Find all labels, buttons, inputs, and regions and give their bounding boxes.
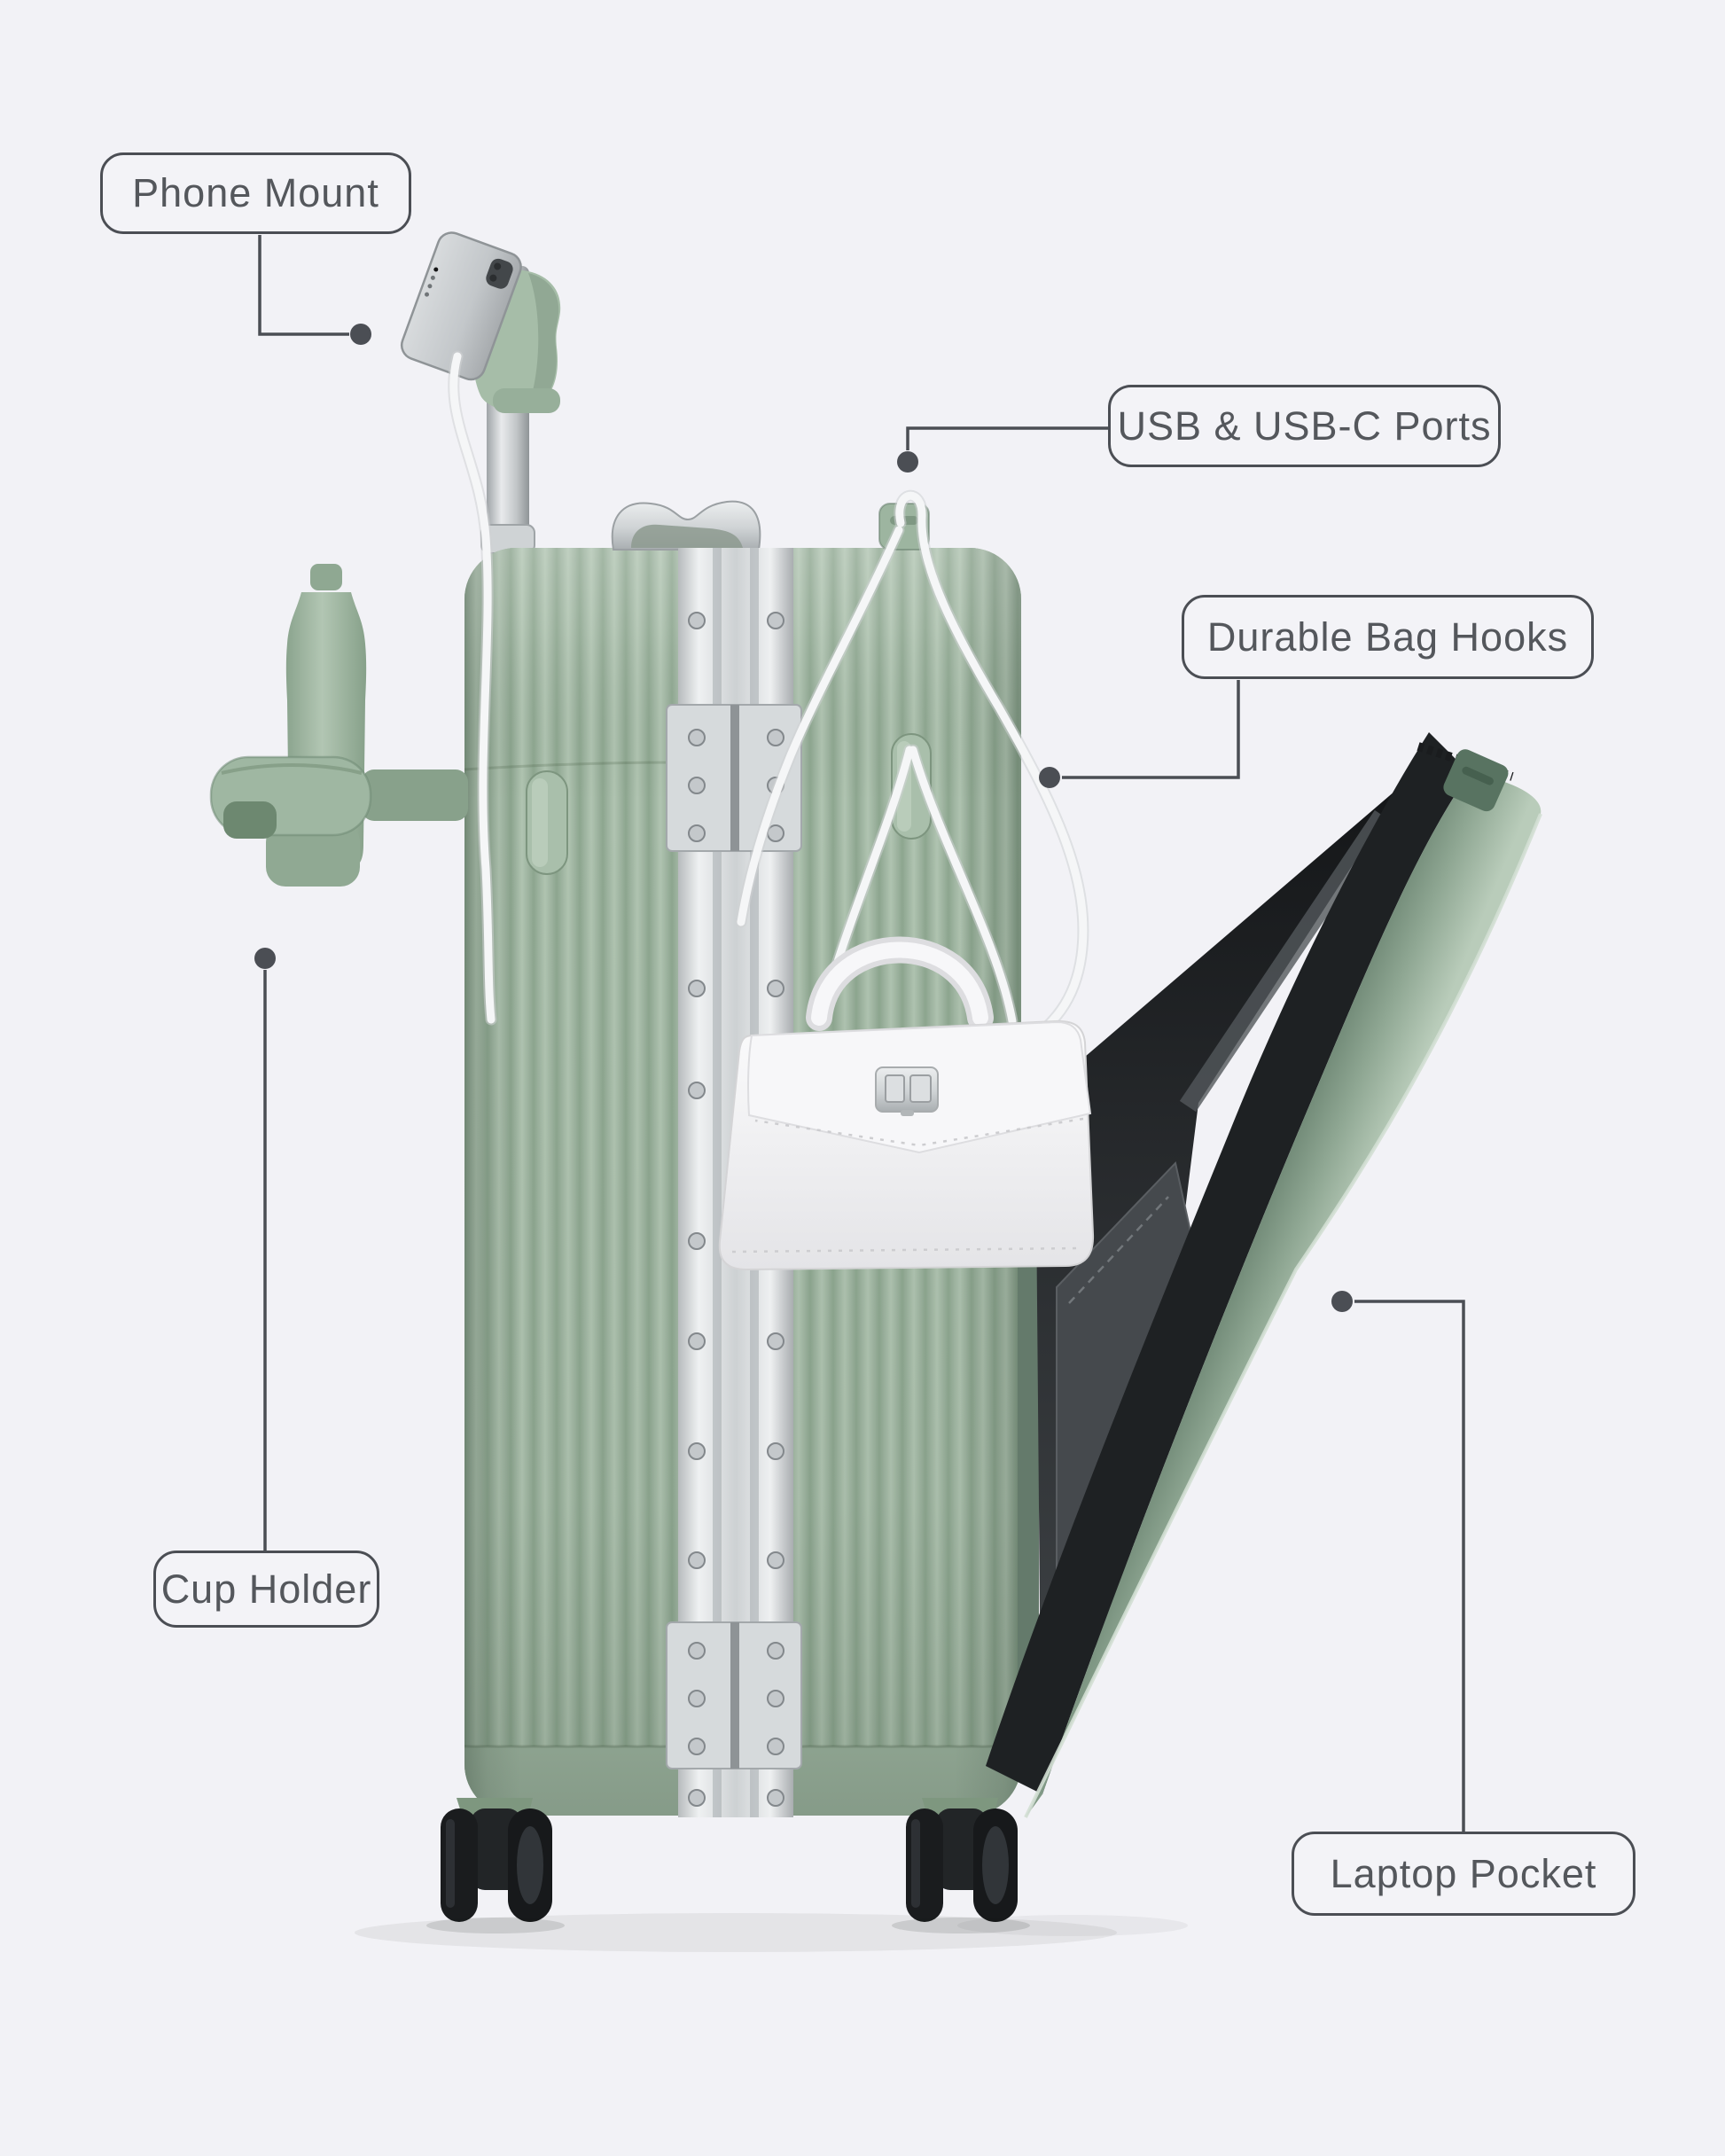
- callout-phone-mount: Phone Mount: [100, 152, 411, 234]
- front-lid: [986, 732, 1542, 1818]
- bag-clasp: [875, 1066, 939, 1116]
- callout-bag-hooks: Durable Bag Hooks: [1182, 595, 1594, 679]
- callout-usb-ports: USB & USB-C Ports: [1108, 385, 1501, 467]
- wheel-front: [426, 1798, 565, 1933]
- callout-laptop-pocket: Laptop Pocket: [1292, 1832, 1635, 1916]
- phone: [400, 231, 522, 381]
- dot-cup-holder: [254, 948, 276, 969]
- ground-shadow: [355, 1913, 1188, 1952]
- connector-usb-ports: [906, 426, 1108, 450]
- carry-handle: [611, 500, 761, 551]
- dot-laptop-pocket: [1331, 1291, 1353, 1312]
- callout-bag-hooks-label: Durable Bag Hooks: [1206, 613, 1569, 660]
- cup-holder: [209, 755, 372, 887]
- dot-bag-hooks: [1039, 767, 1060, 788]
- callout-laptop-pocket-label: Laptop Pocket: [1330, 1850, 1597, 1896]
- connector-laptop-pocket: [1354, 1300, 1465, 1832]
- callout-phone-mount-label: Phone Mount: [132, 170, 379, 215]
- charging-cable: [448, 350, 1089, 1054]
- wheel-rear: [892, 1798, 1030, 1933]
- callout-connectors: [258, 235, 1465, 1832]
- connector-bag-hooks: [1062, 680, 1240, 779]
- handbag: [718, 936, 1095, 1271]
- connector-phone-mount: [258, 235, 349, 336]
- lid-latch: [1443, 749, 1509, 812]
- dot-usb-ports: [897, 451, 918, 473]
- callout-usb-ports-label: USB & USB-C Ports: [1117, 402, 1492, 449]
- callout-cup-holder: Cup Holder: [153, 1551, 379, 1628]
- dot-phone-mount: [350, 324, 371, 345]
- bag-hook-left: [526, 770, 568, 875]
- callout-dots: [254, 324, 1353, 1312]
- callout-cup-holder-label: Cup Holder: [160, 1566, 372, 1612]
